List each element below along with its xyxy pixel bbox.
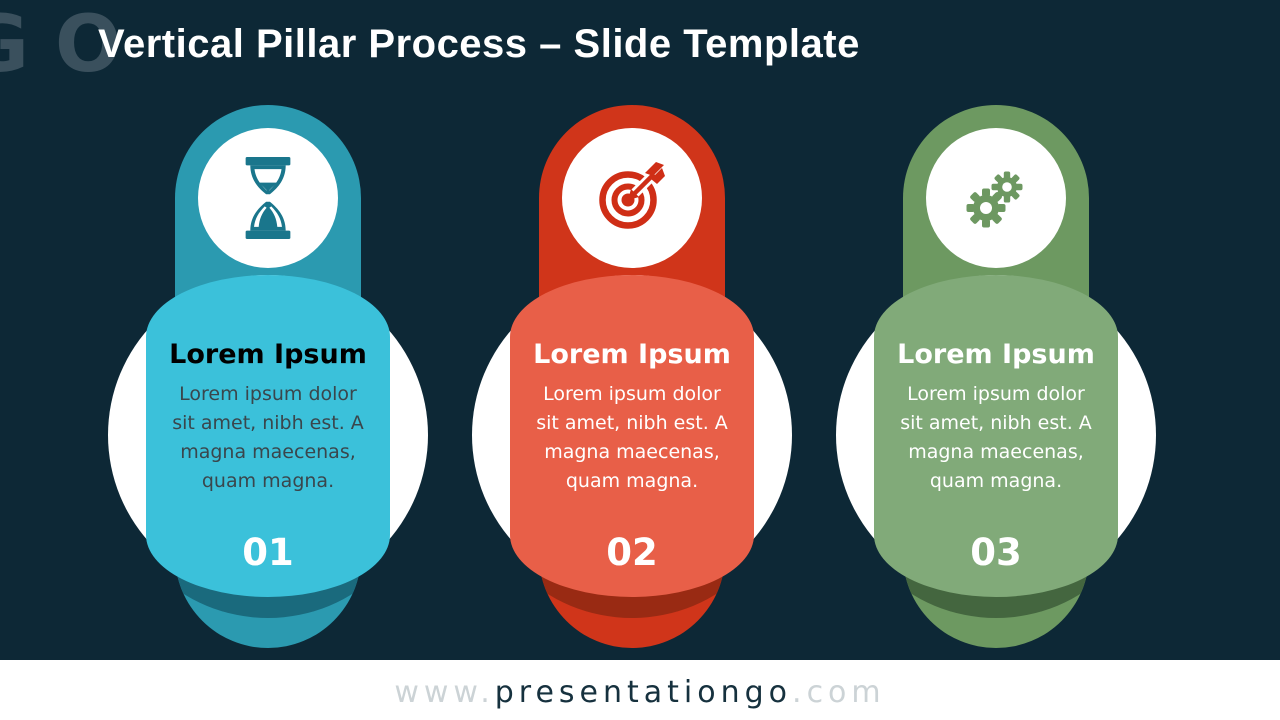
step-body: Lorem ipsum dolor sit amet, nibh est. A … bbox=[172, 383, 364, 492]
footer-domain: presentationgo bbox=[494, 675, 793, 710]
footer-com: .com bbox=[792, 675, 886, 710]
step-body: Lorem ipsum dolor sit amet, nibh est. A … bbox=[536, 383, 728, 492]
step-title: Lorem Ipsum bbox=[169, 339, 367, 370]
pillar-step-3: Lorem Ipsum Lorem ipsum dolor sit amet, … bbox=[836, 105, 1156, 648]
pillar-step-2: Lorem Ipsum Lorem ipsum dolor sit amet, … bbox=[472, 105, 792, 648]
footer-www: www. bbox=[394, 675, 495, 710]
icon-circle bbox=[926, 128, 1066, 268]
step-title: Lorem Ipsum bbox=[533, 339, 731, 370]
presentationgo-logo: GO bbox=[0, 0, 148, 90]
step-number: 03 bbox=[970, 531, 1022, 574]
icon-circle bbox=[198, 128, 338, 268]
step-number: 01 bbox=[242, 531, 294, 574]
content-card: Lorem Ipsum Lorem ipsum dolor sit amet, … bbox=[510, 275, 754, 597]
step-body: Lorem ipsum dolor sit amet, nibh est. A … bbox=[900, 383, 1092, 492]
content-card: Lorem Ipsum Lorem ipsum dolor sit amet, … bbox=[146, 275, 390, 597]
content-card: Lorem Ipsum Lorem ipsum dolor sit amet, … bbox=[874, 275, 1118, 597]
footer-bar: www.presentationgo.com bbox=[0, 660, 1280, 720]
slide-title: Vertical Pillar Process – Slide Template bbox=[98, 22, 860, 66]
icon-circle bbox=[562, 128, 702, 268]
step-number: 02 bbox=[606, 531, 658, 574]
target-icon bbox=[596, 162, 668, 234]
hourglass-icon bbox=[238, 157, 298, 239]
pillar-step-1: Lorem Ipsum Lorem ipsum dolor sit amet, … bbox=[108, 105, 428, 648]
step-title: Lorem Ipsum bbox=[897, 339, 1095, 370]
gears-icon bbox=[960, 162, 1032, 234]
